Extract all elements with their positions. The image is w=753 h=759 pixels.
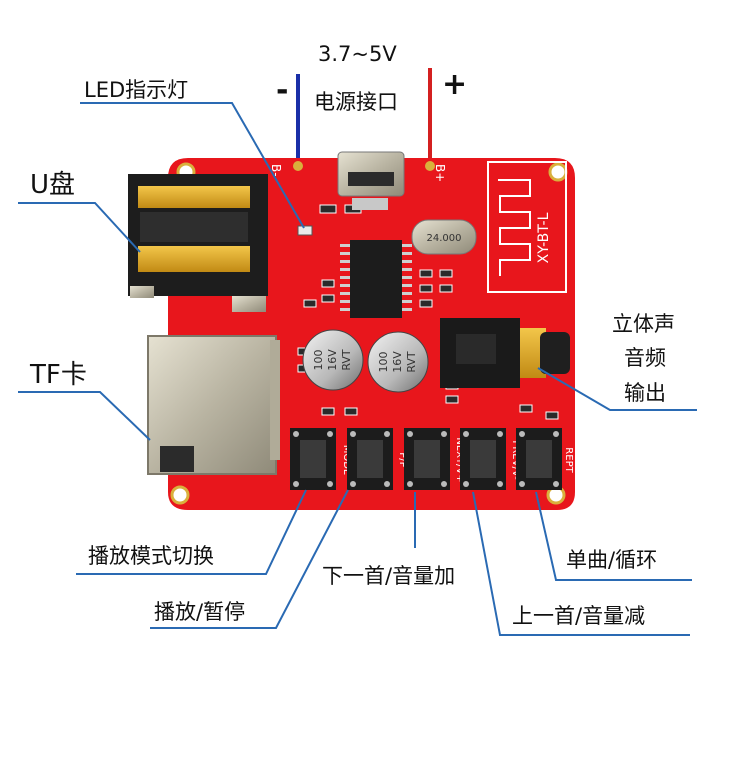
- svg-text:16V: 16V: [326, 349, 339, 371]
- board-model: XY-BT-L: [536, 212, 552, 263]
- svg-text:RVT: RVT: [405, 351, 418, 373]
- repeat-label: 单曲/循环: [566, 548, 658, 572]
- play-pause-label: 播放/暂停: [154, 600, 246, 624]
- usb-label: U盘: [30, 170, 76, 200]
- svg-text:100: 100: [312, 350, 325, 371]
- leader-led: [80, 102, 305, 229]
- main-chip: [350, 240, 402, 318]
- leader-prev: [472, 491, 690, 636]
- prev-voldown-label: 上一首/音量减: [512, 604, 646, 628]
- svg-text:16V: 16V: [391, 351, 404, 373]
- button-mode: MODE: [290, 428, 352, 490]
- tf-card-label: TF卡: [30, 360, 87, 390]
- leader-stereo: [537, 367, 697, 411]
- led-label: LED指示灯: [84, 78, 189, 102]
- stereo-label-line3: 输出: [624, 381, 666, 405]
- leader-mode: [76, 489, 307, 575]
- stereo-label-line1: 立体声: [612, 312, 675, 336]
- capacitor-1: 100 16V RVT: [302, 329, 364, 391]
- capacitor-2: 100 16V RVT: [367, 331, 429, 393]
- power-port-label: 电源接口: [314, 90, 398, 114]
- mount-hole: [548, 162, 568, 182]
- led-indicator: [297, 225, 313, 236]
- svg-text:RVT: RVT: [340, 349, 353, 371]
- button-next: NEXT/V+: [404, 428, 465, 490]
- btn-prev-silk: PREV/V-: [510, 440, 521, 480]
- power-plus-sign: +: [442, 67, 468, 102]
- next-volup-label: 下一首/音量加: [322, 564, 456, 588]
- crystal-label: 24.000: [427, 233, 462, 244]
- btn-mode-silk: MODE: [341, 445, 352, 476]
- btn-pp-silk: P/P: [397, 452, 408, 467]
- button-play-pause: P/P: [347, 428, 408, 490]
- pin-plus-label: B+: [433, 164, 447, 182]
- power-voltage-label: 3.7~5V: [318, 42, 397, 66]
- button-prev: PREV/V-: [460, 428, 521, 490]
- leader-pp: [150, 489, 349, 629]
- button-repeat: REPT: [516, 428, 574, 490]
- mode-switch-label: 播放模式切换: [88, 544, 214, 568]
- micro-usb-port: [337, 151, 405, 210]
- usb-a-port: [128, 174, 268, 312]
- pcb-board: B- B+ XY-BT-L 24.000: [128, 151, 575, 510]
- leader-tf: [18, 391, 151, 441]
- audio-jack: [440, 318, 570, 388]
- mount-hole: [170, 485, 190, 505]
- leader-lines: [18, 102, 697, 636]
- power-minus-sign: -: [276, 73, 289, 108]
- btn-rept-silk: REPT: [563, 447, 574, 473]
- stereo-label-line2: 音频: [624, 346, 666, 370]
- svg-text:100: 100: [377, 352, 390, 373]
- tf-card-slot: [147, 335, 280, 475]
- leader-repeat: [535, 491, 692, 581]
- btn-next-silk: NEXT/V+: [454, 437, 465, 482]
- leader-usb: [18, 202, 141, 253]
